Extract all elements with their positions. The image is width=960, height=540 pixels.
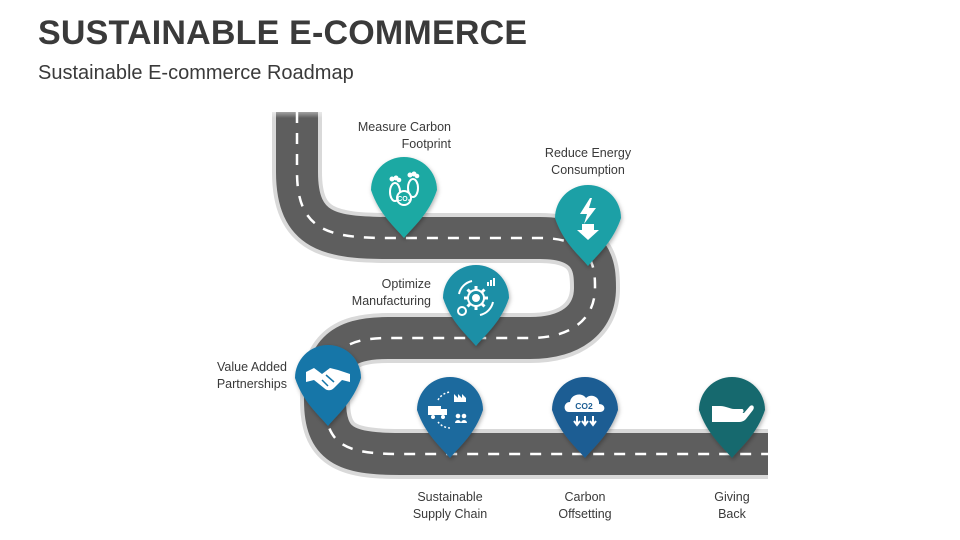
page-title: SUSTAINABLE E-COMMERCE (38, 14, 528, 52)
label-carbon-offsetting: Carbon Offsetting (558, 490, 612, 521)
pin-value-added-partnerships (295, 345, 361, 426)
pin-giving-back (699, 377, 765, 458)
label-measure-carbon-footprint: Measure Carbon Footprint (357, 120, 451, 151)
label-reduce-energy-consumption: Reduce Energy Consumption (544, 146, 632, 177)
label-optimize-manufacturing: Optimize Manufacturing (351, 277, 431, 308)
pin-measure-carbon-footprint: CO₂ (371, 157, 437, 238)
pin-sustainable-supply-chain (417, 377, 483, 458)
pin-reduce-energy-consumption (555, 185, 621, 266)
svg-text:CO2: CO2 (575, 401, 593, 411)
pin-optimize-manufacturing (443, 265, 509, 346)
footprints-co2-icon: CO₂ (389, 171, 420, 206)
co2-cloud-icon: CO2 (564, 394, 605, 427)
label-value-added-partnerships: Value Added Partnerships (216, 360, 287, 391)
label-sustainable-supply-chain: Sustainable Supply Chain (412, 490, 488, 521)
label-giving-back: Giving Back (714, 490, 750, 521)
handshake-icon (306, 368, 350, 391)
giving-hand-icon (712, 405, 754, 422)
truck-factory-icon (428, 391, 467, 429)
pin-carbon-offsetting: CO2 (552, 377, 618, 458)
svg-text:CO₂: CO₂ (397, 196, 411, 203)
gear-cycle-icon (457, 278, 495, 316)
page-subtitle: Sustainable E-commerce Roadmap (38, 62, 354, 84)
energy-down-icon (577, 198, 599, 240)
